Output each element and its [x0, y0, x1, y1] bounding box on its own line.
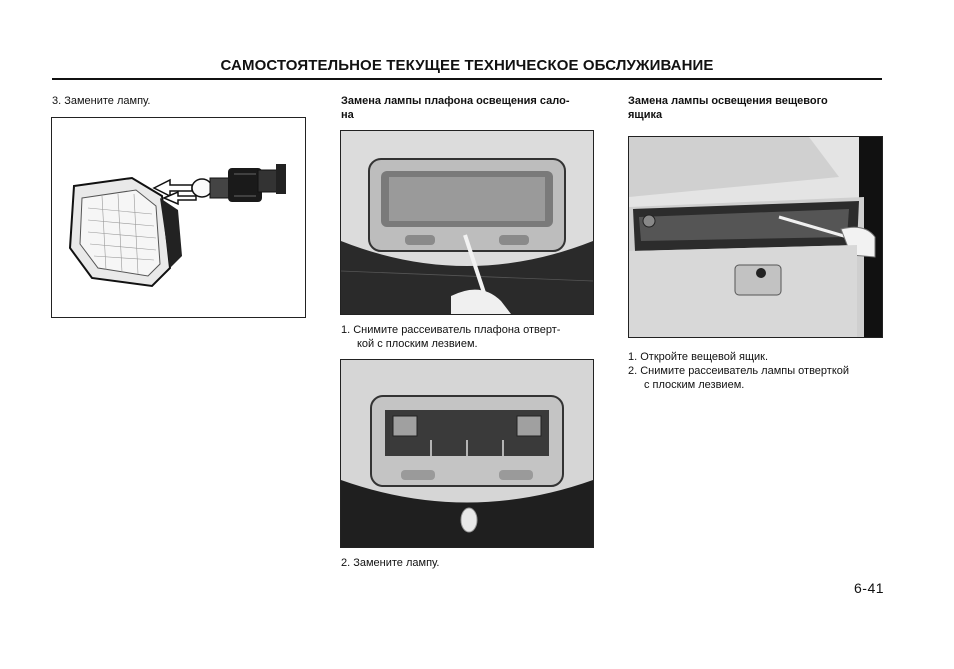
- side-lamp-lens: [68, 176, 182, 288]
- col3-heading-line2: ящика: [628, 109, 663, 121]
- col3-steps: 1. Откройте вещевой ящик. 2. Снимите рас…: [628, 350, 849, 392]
- dome-lamp-photo-1: [340, 130, 594, 315]
- col2-step-1: 1. Снимите рассеиватель плафона отверт- …: [341, 323, 560, 351]
- dome-lamp-photo-2: [340, 359, 594, 548]
- col2-step1-line2: кой с плоским лезвием.: [357, 338, 478, 350]
- lamp-bulb-illustration: [51, 117, 306, 318]
- col2-heading-line1: Замена лампы плафона освещения сало-: [341, 95, 570, 107]
- dome-lamp-bulb-drawing: [341, 360, 593, 547]
- lamp-bulb-drawing: [68, 164, 286, 288]
- col2-step-2: 2. Замените лампу.: [341, 557, 440, 569]
- glovebox-lamp-photo: [628, 136, 883, 338]
- col1-step-3: 3. Замените лампу.: [52, 95, 151, 107]
- col3-heading-line1: Замена лампы освещения вещевого: [628, 95, 828, 107]
- page-title: САМОСТОЯТЕЛЬНОЕ ТЕКУЩЕЕ ТЕХНИЧЕСКОЕ ОБСЛ…: [220, 57, 714, 74]
- col2-heading-line2: на: [341, 109, 354, 121]
- col3-step2-line1: 2. Снимите рассеиватель лампы отверткой: [628, 365, 850, 377]
- glovebox-lamp-drawing: [629, 137, 882, 337]
- col3-step2-line2: с плоским лезвием.: [644, 379, 745, 391]
- col2-step1-line1: 1. Снимите рассеиватель плафона отверт-: [341, 324, 561, 336]
- dome-lamp-removal-drawing: [341, 131, 593, 314]
- col3-step-1: 1. Откройте вещевой ящик.: [628, 351, 769, 363]
- bulb-and-socket: [191, 164, 286, 202]
- header-divider: [52, 78, 882, 80]
- page-number: 6-41: [854, 580, 885, 596]
